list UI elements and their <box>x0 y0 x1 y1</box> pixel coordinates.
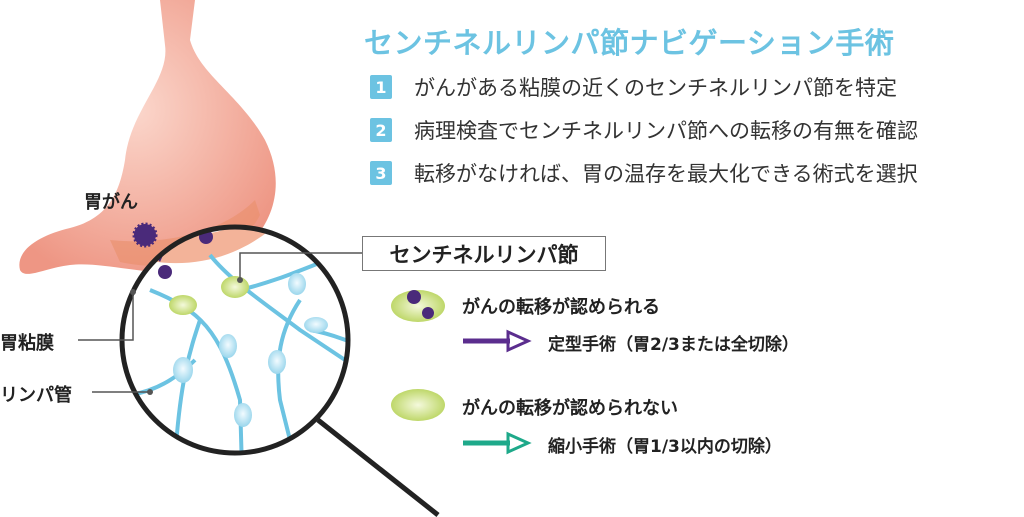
legend-standard-surgery: 定型手術（胃2/3または全切除） <box>548 335 799 355</box>
arrow-standard-icon <box>463 329 532 353</box>
step-badge: 3 <box>370 161 392 185</box>
legend-metastasis-found: がんの転移が認められる <box>462 297 660 318</box>
step-text: 病理検査でセンチネルリンパ節への転移の有無を確認 <box>414 119 918 143</box>
legend-no-metastasis: がんの転移が認められない <box>462 398 678 419</box>
step-2: 2 病理検査でセンチネルリンパ節への転移の有無を確認 <box>370 115 918 145</box>
label-gastric-mucosa: 胃粘膜 <box>0 333 54 354</box>
tumor-icon <box>132 222 158 248</box>
step-text: がんがある粘膜の近くのセンチネルリンパ節を特定 <box>414 76 897 100</box>
label-lymph-vessel: リンパ管 <box>0 385 72 406</box>
step-badge: 1 <box>370 75 392 99</box>
page-title: センチネルリンパ節ナビゲーション手術 <box>364 26 895 60</box>
label-gastric-cancer: 胃がん <box>84 192 138 213</box>
arrow-reduced-icon <box>463 431 532 455</box>
step-text: 転移がなければ、胃の温存を最大化できる術式を選択 <box>414 162 918 186</box>
label-sentinel-node: センチネルリンパ節 <box>362 236 606 271</box>
legend-reduced-surgery: 縮小手術（胃1/3以内の切除） <box>548 437 782 457</box>
step-1: 1 がんがある粘膜の近くのセンチネルリンパ節を特定 <box>370 72 897 102</box>
stomach <box>19 0 276 274</box>
lymph-nodes <box>169 273 328 427</box>
step-badge: 2 <box>370 118 392 142</box>
step-3: 3 転移がなければ、胃の温存を最大化できる術式を選択 <box>370 158 918 188</box>
magnifier-handle <box>316 418 440 517</box>
node-without-metastasis-icon <box>391 389 445 421</box>
